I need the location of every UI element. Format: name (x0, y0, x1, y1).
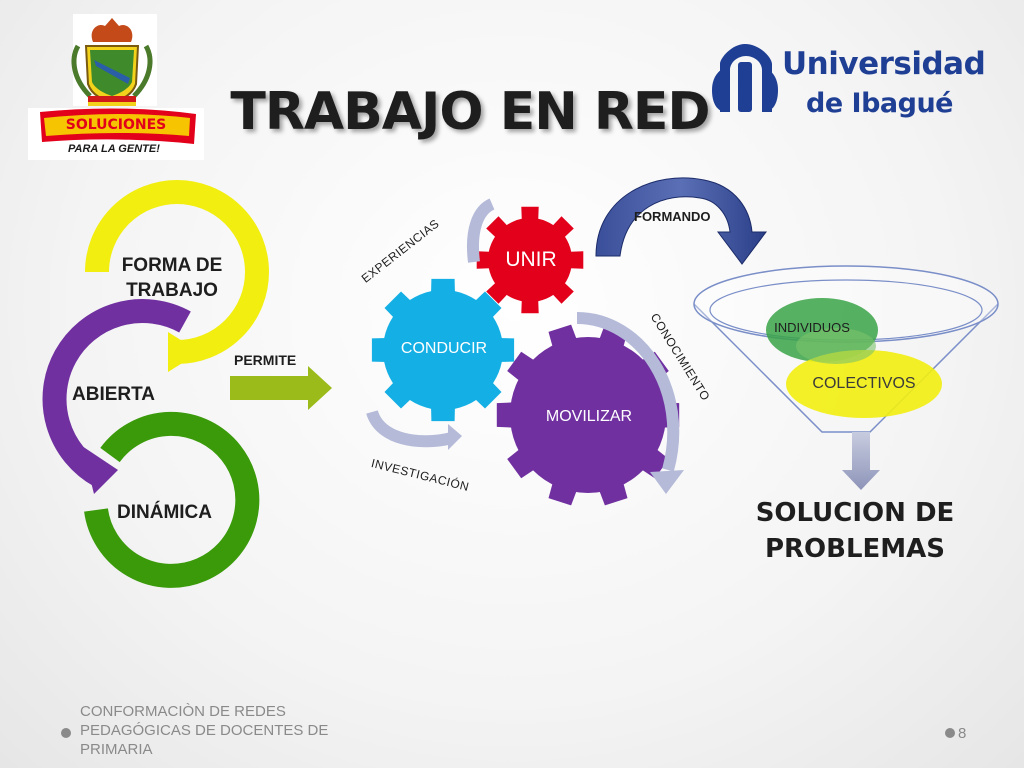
colectivos-label: COLECTIVOS (812, 375, 916, 392)
gear-movilizar (496, 324, 680, 506)
yellow-arrowhead (168, 332, 200, 372)
cycle-label-abierta: ABIERTA (72, 384, 156, 405)
investigacion-curve-arrow (366, 409, 454, 448)
page-number: 8 (958, 725, 967, 742)
purple-arrowhead (82, 446, 118, 494)
permite-arrow (230, 366, 332, 410)
conocimiento-arrowhead (650, 470, 684, 494)
university-name-line2: de Ibagué (806, 88, 954, 119)
university-name-line1: Universidad (782, 46, 986, 82)
gear-tooth (476, 251, 493, 269)
gear-tooth (598, 480, 628, 506)
investigacion-arrowhead (448, 424, 462, 450)
footer-text: CONFORMACIÒN DE REDES PEDAGÓGICAS DE DOC… (80, 703, 329, 758)
cycle-label-forma-de: FORMA DE (121, 255, 223, 276)
gear-tooth (521, 206, 539, 223)
gear-label-movilizar: MOVILIZAR (545, 408, 633, 425)
gear-tooth (550, 280, 574, 304)
soluciones-tagline: PARA LA GENTE! (68, 143, 160, 155)
page-bullet (945, 728, 955, 738)
gear-tooth (567, 251, 584, 269)
gear-tooth (507, 351, 537, 383)
gear-tooth (639, 447, 669, 479)
gear-tooth (507, 447, 537, 479)
down-arrow (842, 432, 880, 490)
gear-tooth (548, 324, 578, 350)
gear-tooth (384, 291, 413, 320)
gear-conducir (371, 278, 515, 422)
formando-label: FORMANDO (634, 209, 711, 224)
formando-arrow (595, 177, 767, 265)
cycle-label-trabajo: TRABAJO (126, 280, 218, 301)
colectivos-circle (786, 350, 942, 418)
gear-tooth (431, 278, 455, 296)
funnel (693, 265, 999, 433)
municipality-crest-logo (71, 14, 157, 106)
individuos-label: INDIVIDUOS (774, 320, 850, 335)
gear-unir (476, 206, 584, 314)
slide-title: TRABAJO EN RED (230, 82, 710, 142)
gear-tooth (521, 297, 539, 314)
gear-tooth (473, 380, 502, 409)
universidad-ibague-logo (712, 44, 778, 112)
experiencias-curve-arrow (467, 198, 495, 263)
permite-label: PERMITE (234, 352, 297, 368)
gear-tooth (431, 404, 455, 422)
cycle-diagram (42, 180, 269, 588)
gear-tooth (550, 216, 574, 240)
purple-arc (42, 299, 191, 487)
gear-tooth (384, 380, 413, 409)
gear-tooth (548, 480, 578, 506)
gear-label-unir: UNIR (505, 248, 557, 271)
gear-tooth (486, 216, 510, 240)
cycle-label-dinamica: DINÁMICA (117, 502, 212, 523)
gear-tooth (497, 338, 515, 362)
gear-tooth (473, 291, 502, 320)
green-arc (84, 411, 260, 588)
gear-tooth (496, 402, 516, 428)
gear-tooth (371, 338, 389, 362)
result-line1: SOLUCION DE (755, 498, 955, 528)
footer-bullet (61, 728, 71, 738)
soluciones-logo (28, 108, 204, 160)
gear-label-conducir: CONDUCIR (400, 340, 488, 357)
gear-tooth (486, 280, 510, 304)
result-line2: PROBLEMAS (764, 534, 946, 564)
conocimiento-curve-arrow (576, 312, 680, 472)
yellow-arc (85, 180, 269, 364)
soluciones-badge-text: SOLUCIONES (65, 117, 167, 133)
